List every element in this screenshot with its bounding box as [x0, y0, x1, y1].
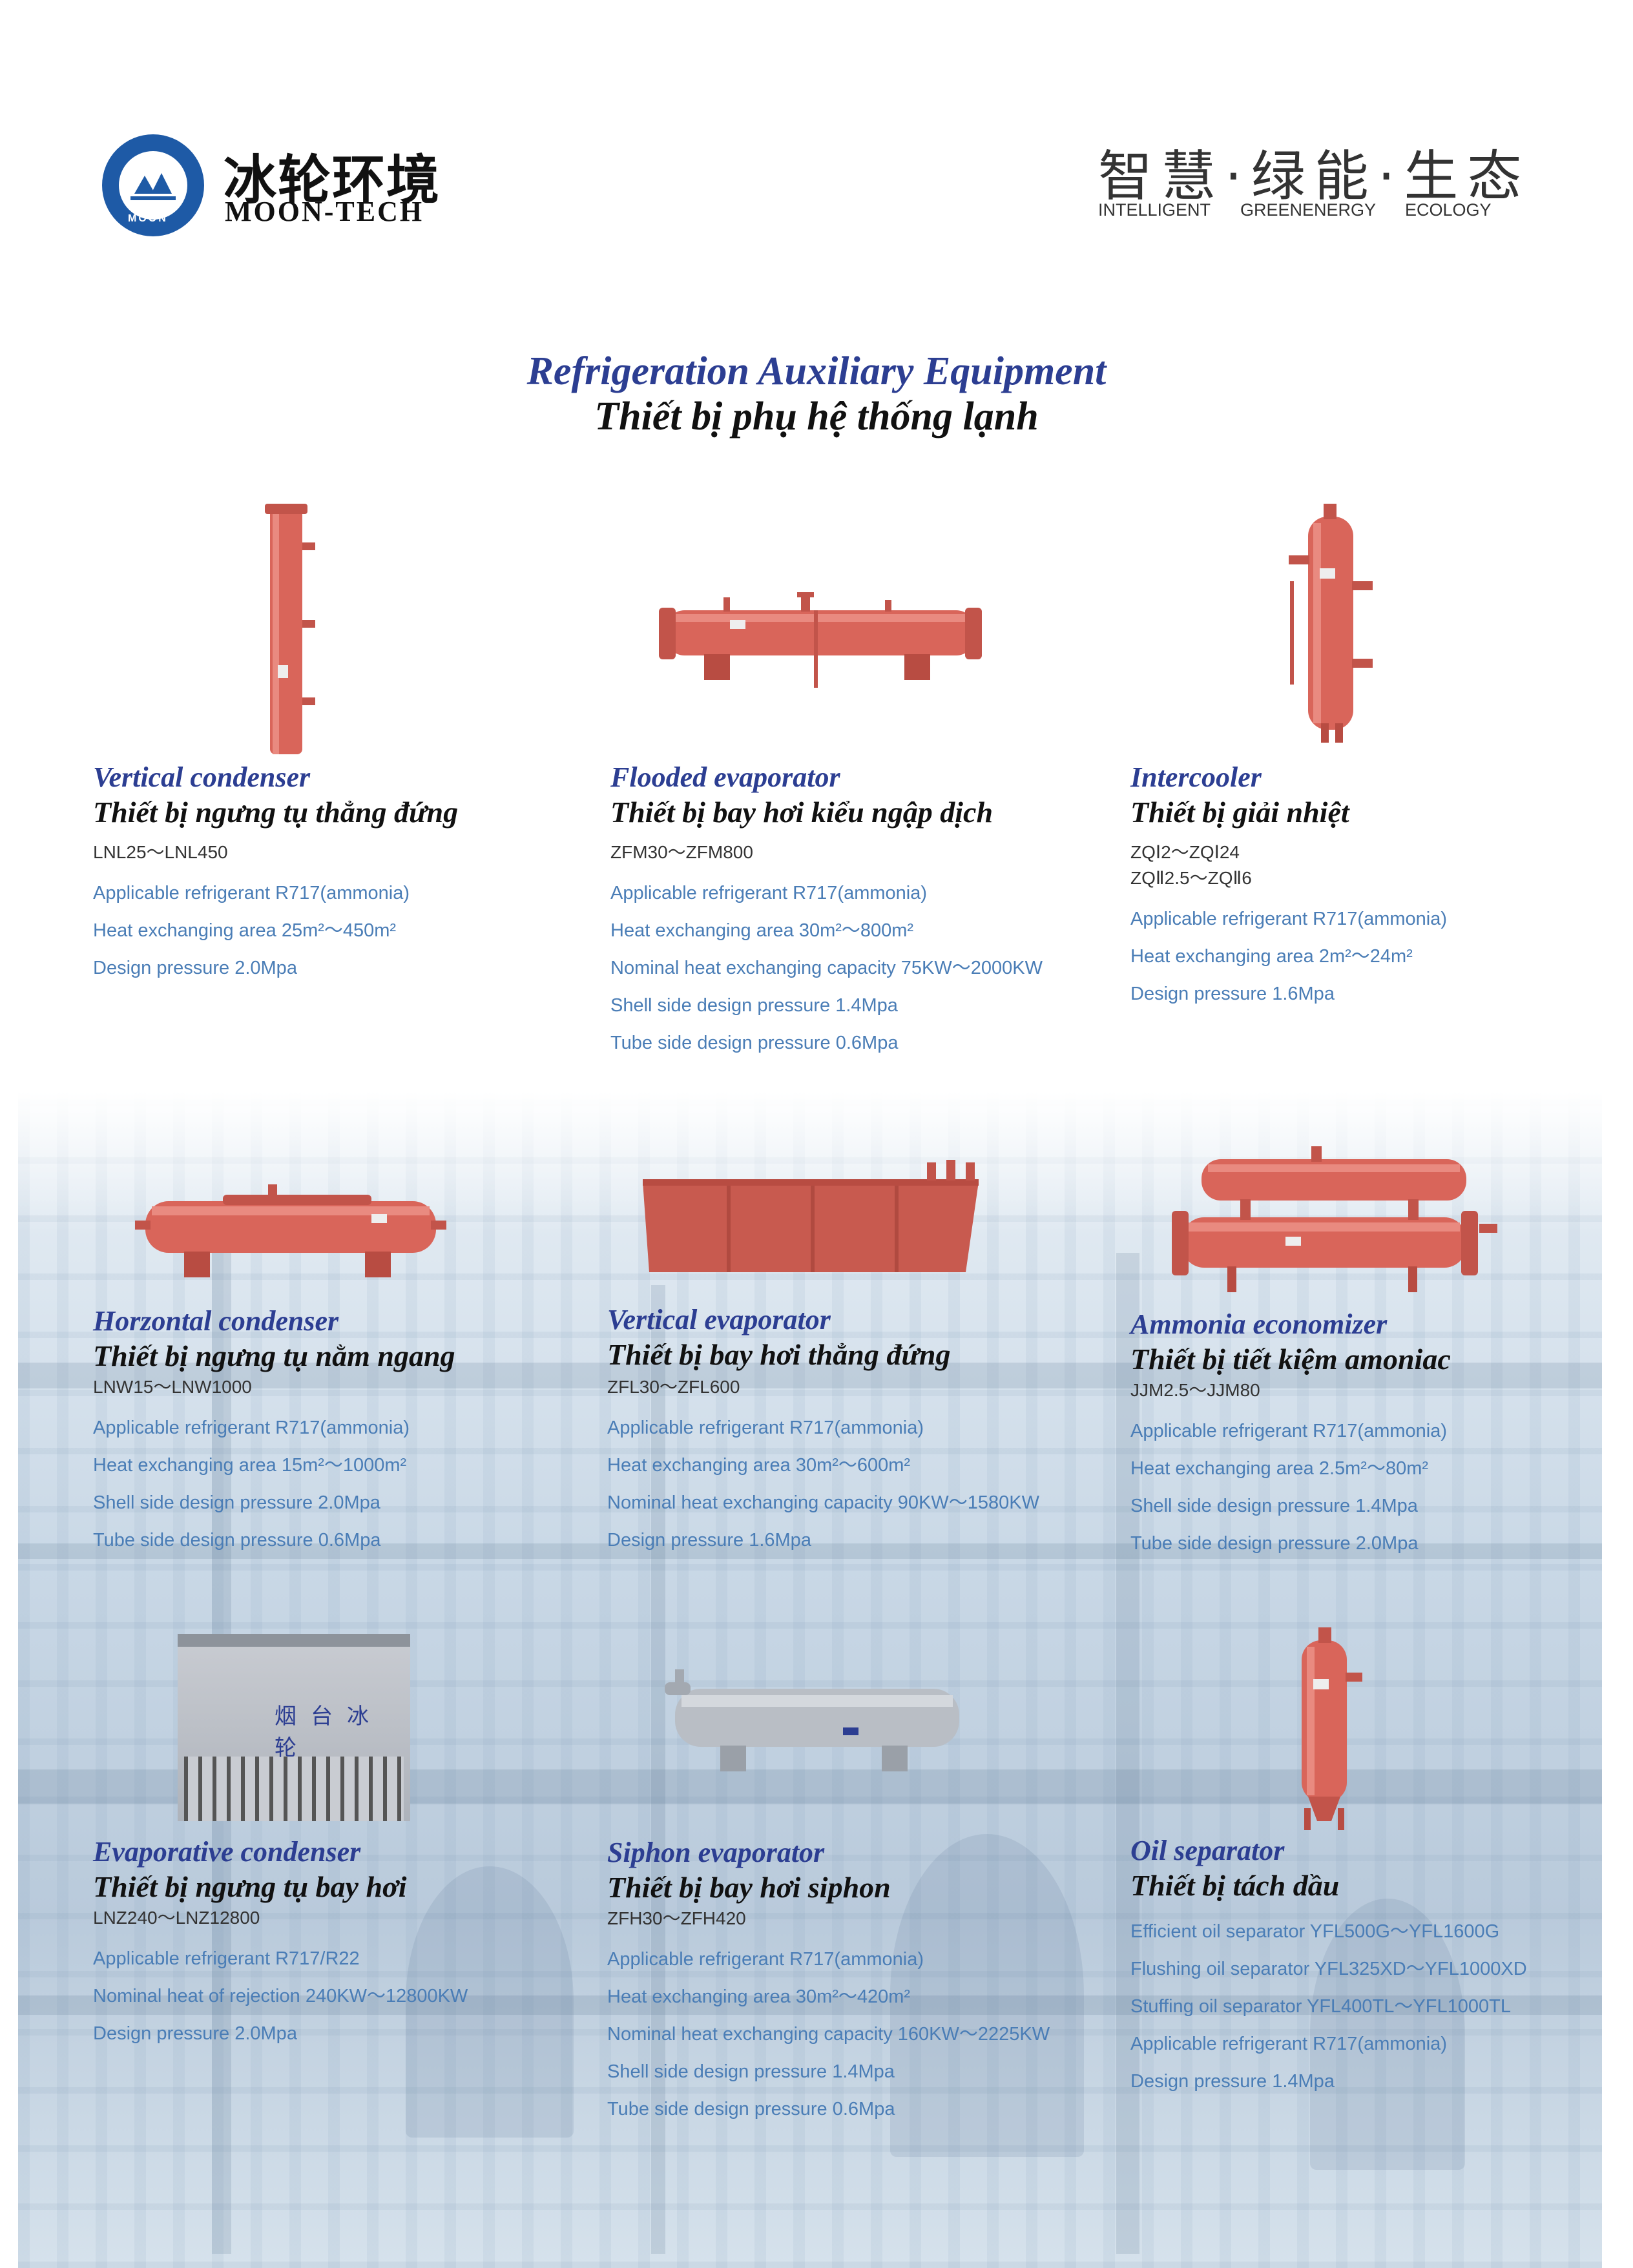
- product-horizontal-condenser: Horzontal condenser Thiết bị ngưng tụ nằ…: [93, 1304, 584, 1559]
- slogan-ecology: ECOLOGY: [1405, 200, 1492, 220]
- spec-line: Applicable refrigerant R717(ammonia): [610, 883, 928, 903]
- spec-line: Efficient oil separator YFL500G～YFL1600G: [1130, 1921, 1500, 1942]
- slogan-greenenergy: GREENENERGY: [1240, 200, 1377, 220]
- product-title-vi: Thiết bị tách dầu: [1130, 1869, 1340, 1902]
- product-model: LNW15～LNW1000: [93, 1377, 252, 1397]
- tower-label: 烟台冰轮: [275, 1704, 383, 1761]
- evaporative-condenser-image: 烟台冰轮: [178, 1634, 410, 1821]
- right-margin: [1602, 1091, 1633, 2268]
- product-title-vi: Thiết bị bay hơi kiểu ngập dịch: [610, 796, 993, 829]
- product-title-vi: Thiết bị tiết kiệm amoniac: [1130, 1343, 1451, 1376]
- spec-line: Shell side design pressure 1.4Mpa: [610, 995, 898, 1016]
- spec-line: Applicable refrigerant R717(ammonia): [1130, 1421, 1448, 1441]
- product-model: ZFM30～ZFM800: [610, 842, 753, 862]
- spec-line: Nominal heat exchanging capacity 75KW～20…: [610, 958, 1043, 978]
- product-model: ZQⅠ2～ZQⅠ24: [1130, 842, 1240, 862]
- intercooler-image: [1289, 504, 1373, 743]
- product-title-en: Evaporative condenser: [93, 1836, 361, 1868]
- spec-line: Applicable refrigerant R717(ammonia): [93, 1418, 410, 1438]
- horizontal-condenser-image: [135, 1184, 446, 1277]
- product-model: LNL25～LNL450: [93, 842, 228, 862]
- spec-line: Heat exchanging area 2m²～24m²: [1130, 946, 1413, 967]
- spec-line: Design pressure 2.0Mpa: [93, 958, 297, 978]
- spec-line: Nominal heat exchanging capacity 160KW～2…: [607, 2024, 1050, 2045]
- vertical-evaporator-image: [643, 1160, 979, 1272]
- product-title-en: Flooded evaporator: [610, 761, 840, 793]
- product-model: ZFH30～ZFH420: [607, 1908, 746, 1928]
- product-title-vi: Thiết bị ngưng tụ bay hơi: [93, 1870, 407, 1903]
- product-title-en: Horzontal condenser: [93, 1305, 339, 1337]
- product-title-en: Siphon evaporator: [607, 1837, 825, 1868]
- spec-line: Heat exchanging area 25m²～450m²: [93, 920, 397, 941]
- product-title-vi: Thiết bị bay hơi siphon: [607, 1871, 891, 1904]
- spec-line: Flushing oil separator YFL325XD～YFL1000X…: [1130, 1959, 1527, 1979]
- spec-line: Stuffing oil separator YFL400TL～YFL1000T…: [1130, 1996, 1511, 2017]
- product-model: JJM2.5～JJM80: [1130, 1380, 1260, 1400]
- spec-line: Heat exchanging area 30m²～800m²: [610, 920, 914, 941]
- spec-line: Shell side design pressure 1.4Mpa: [1130, 1496, 1418, 1516]
- spec-line: Applicable refrigerant R717(ammonia): [1130, 909, 1448, 929]
- spec-line: Design pressure 1.6Mpa: [607, 1530, 811, 1551]
- product-evaporative-condenser: Evaporative condenser Thiết bị ngưng tụ …: [93, 1835, 584, 2052]
- spec-line: Heat exchanging area 2.5m²～80m²: [1130, 1458, 1429, 1479]
- spec-line: Heat exchanging area 30m²～600m²: [607, 1455, 911, 1476]
- product-title-vi: Thiết bị giải nhiệt: [1130, 796, 1349, 829]
- moon-tech-logo: MOON: [102, 134, 204, 236]
- product-title-en: Vertical evaporator: [607, 1304, 831, 1335]
- logo-text: MOON: [128, 213, 168, 224]
- spec-line: Design pressure 1.4Mpa: [1130, 2071, 1335, 2092]
- spec-line: Applicable refrigerant R717(ammonia): [1130, 2034, 1448, 2054]
- spec-line: Tube side design pressure 0.6Mpa: [610, 1033, 899, 1053]
- product-oil-separator: Oil separator Thiết bị tách dầu Efficien…: [1130, 1834, 1621, 2100]
- spec-line: Tube side design pressure 0.6Mpa: [607, 2099, 895, 2119]
- product-model: ZFL30～ZFL600: [607, 1377, 740, 1397]
- ammonia-economizer-image: [1172, 1146, 1497, 1292]
- product-intercooler: Intercooler Thiết bị giải nhiệt ZQⅠ2～ZQⅠ…: [1130, 761, 1621, 1013]
- product-title-en: Ammonia economizer: [1130, 1308, 1388, 1340]
- spec-line: Applicable refrigerant R717(ammonia): [607, 1949, 924, 1970]
- spec-line: Applicable refrigerant R717/R22: [93, 1948, 360, 1969]
- spec-line: Heat exchanging area 15m²～1000m²: [93, 1455, 407, 1476]
- product-title-vi: Thiết bị ngưng tụ thẳng đứng: [93, 796, 459, 829]
- product-model: ZQⅡ2.5～ZQⅡ6: [1130, 868, 1252, 888]
- slogan-cn: 智慧·绿能·生态: [1098, 145, 1531, 208]
- siphon-evaporator-image: [665, 1669, 959, 1771]
- spec-line: Applicable refrigerant R717(ammonia): [607, 1418, 924, 1438]
- vertical-condenser-image: [265, 504, 315, 754]
- product-model: LNZ240～LNZ12800: [93, 1908, 260, 1928]
- product-title-en: Intercooler: [1130, 761, 1262, 793]
- product-vertical-evaporator: Vertical evaporator Thiết bị bay hơi thẳ…: [607, 1303, 1098, 1559]
- spec-line: Nominal heat of rejection 240KW～12800KW: [93, 1986, 468, 2006]
- oil-separator-image: [1302, 1627, 1362, 1830]
- spec-line: Applicable refrigerant R717(ammonia): [93, 883, 410, 903]
- page-title-en: Refrigeration Auxiliary Equipment: [526, 349, 1107, 393]
- brand-name-cn: 冰轮环境: [224, 149, 441, 211]
- product-siphon-evaporator: Siphon evaporator Thiết bị bay hơi sipho…: [607, 1836, 1098, 2128]
- product-flooded-evaporator: Flooded evaporator Thiết bị bay hơi kiểu…: [610, 761, 1101, 1062]
- spec-line: Tube side design pressure 0.6Mpa: [93, 1530, 381, 1551]
- spec-line: Heat exchanging area 30m²～420m²: [607, 1986, 911, 2007]
- product-title-en: Oil separator: [1130, 1835, 1285, 1866]
- product-ammonia-economizer: Ammonia economizer Thiết bị tiết kiệm am…: [1130, 1308, 1621, 1562]
- product-title-en: Vertical condenser: [93, 761, 311, 793]
- slogan-intelligent: INTELLIGENT: [1098, 200, 1211, 220]
- spec-line: Design pressure 1.6Mpa: [1130, 984, 1335, 1004]
- spec-line: Tube side design pressure 2.0Mpa: [1130, 1533, 1419, 1554]
- spec-line: Design pressure 2.0Mpa: [93, 2023, 297, 2044]
- slogan-en: INTELLIGENT GREENENERGY ECOLOGY: [1098, 200, 1492, 220]
- page-title-vi: Thiết bị phụ hệ thống lạnh: [594, 395, 1039, 438]
- spec-line: Shell side design pressure 2.0Mpa: [93, 1492, 380, 1513]
- product-vertical-condenser: Vertical condenser Thiết bị ngưng tụ thẳ…: [93, 761, 584, 987]
- product-title-vi: Thiết bị bay hơi thẳng đứng: [607, 1338, 951, 1371]
- brand-name-en: MOON-TECH: [225, 196, 424, 227]
- product-title-vi: Thiết bị ngưng tụ nằm ngang: [93, 1339, 455, 1372]
- spec-line: Shell side design pressure 1.4Mpa: [607, 2061, 895, 2082]
- spec-line: Nominal heat exchanging capacity 90KW～15…: [607, 1492, 1039, 1513]
- flooded-evaporator-image: [659, 592, 982, 688]
